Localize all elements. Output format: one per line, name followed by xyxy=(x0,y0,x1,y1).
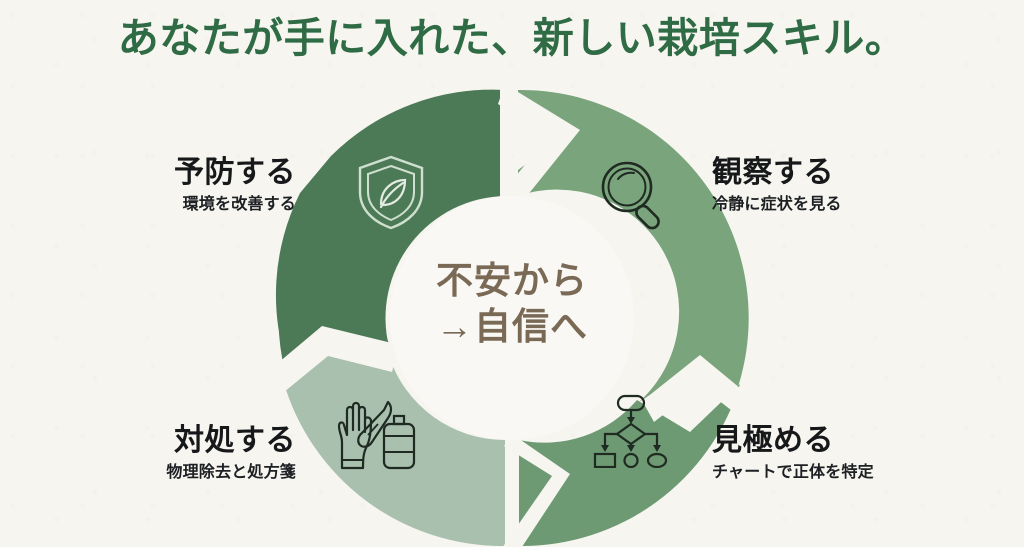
cycle-label-treat-title: 対処する xyxy=(174,424,296,457)
cycle-segment-prevent-body[interactable] xyxy=(278,90,506,372)
cycle-inner-hole xyxy=(390,196,634,440)
cycle-label-identify-title: 見極める xyxy=(712,424,834,457)
cycle-label-identify[interactable]: 見極める チャートで正体を特定 xyxy=(712,424,874,482)
cycle-label-treat[interactable]: 対処する 物理除去と処方箋 xyxy=(166,424,296,482)
cycle-segment-observe[interactable] xyxy=(518,89,749,402)
cycle-label-identify-subtitle: チャートで正体を特定 xyxy=(712,464,874,481)
cycle-label-treat-subtitle: 物理除去と処方箋 xyxy=(166,464,296,481)
cycle-label-observe-title: 観察する xyxy=(712,156,834,189)
magnifier-icon xyxy=(594,154,674,239)
flowchart-icon xyxy=(592,394,670,473)
cycle-label-observe[interactable]: 観察する 冷静に症状を見る xyxy=(712,156,842,214)
center-text-line2: →自信へ xyxy=(436,306,588,348)
glove-spray-icon xyxy=(330,396,422,477)
page-title: あなたが手に入れた、新しい栽培スキル。 xyxy=(117,15,907,61)
cycle-label-prevent[interactable]: 予防する 環境を改善する xyxy=(174,156,296,214)
center-text-line1: 不安から xyxy=(436,260,588,301)
cycle-label-prevent-title: 予防する xyxy=(174,156,296,189)
center-text: 不安から →自信へ xyxy=(392,258,632,351)
shield-leaf-icon xyxy=(354,152,428,237)
cycle-segment-treat[interactable] xyxy=(283,338,505,547)
cycle-label-prevent-subtitle: 環境を改善する xyxy=(182,196,296,213)
cycle-separators xyxy=(272,78,754,547)
cycle-label-observe-subtitle: 冷静に症状を見る xyxy=(712,196,842,213)
cycle-segment-identify[interactable] xyxy=(519,384,740,547)
